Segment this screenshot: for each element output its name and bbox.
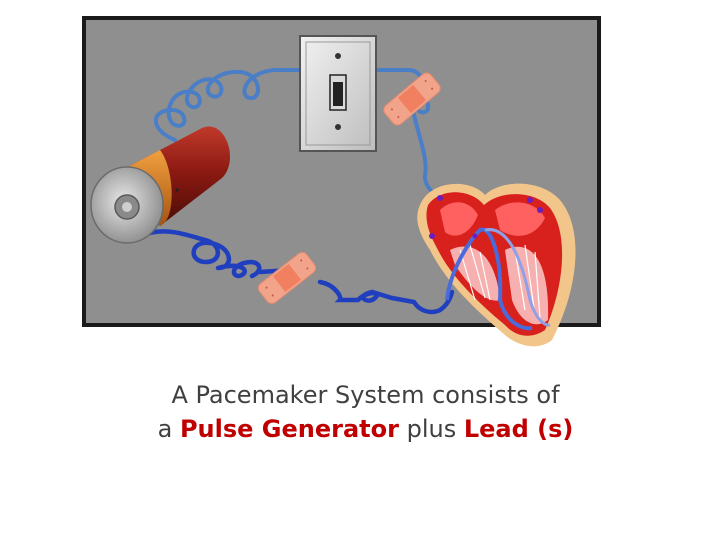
pulse-generator-term: Pulse Generator [179, 415, 399, 443]
lead-term: Lead (s) [463, 415, 574, 443]
bandage-icon [257, 251, 317, 305]
heart-icon [417, 183, 576, 347]
caption-connector: plus [398, 415, 464, 443]
caption-prefix: a [157, 415, 180, 443]
caption: A Pacemaker System consists of a Pulse G… [0, 378, 720, 446]
caption-line-1: A Pacemaker System consists of [171, 381, 560, 409]
lower-lead-wire [147, 229, 455, 315]
bandage-icon [383, 72, 441, 126]
battery-icon [90, 126, 230, 244]
caption-line-2: a Pulse Generator plus Lead (s) [0, 412, 720, 446]
light-switch-icon [299, 35, 377, 152]
